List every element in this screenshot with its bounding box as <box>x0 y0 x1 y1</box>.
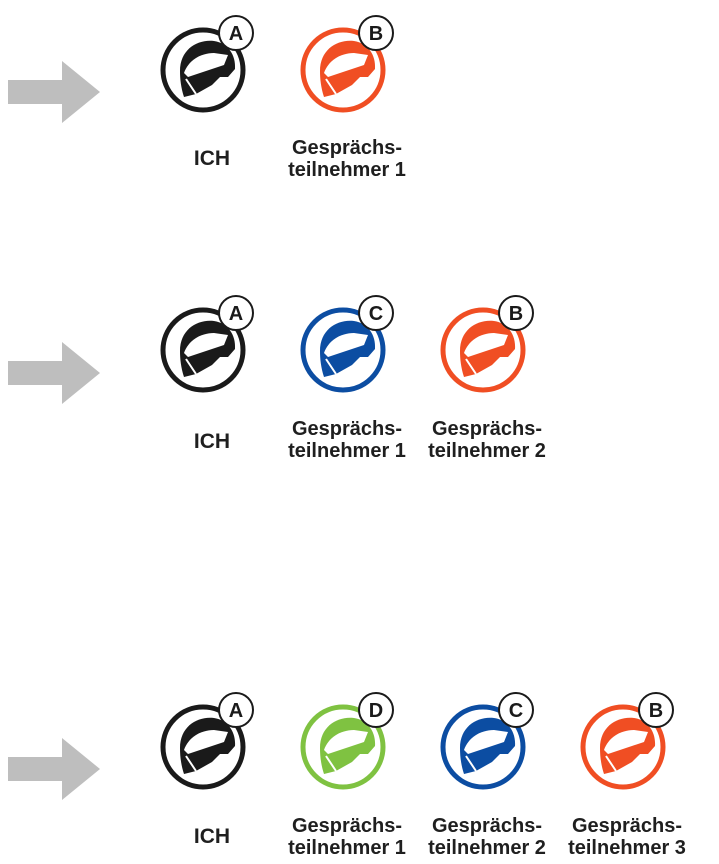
participant-label-line1: ICH <box>193 147 231 170</box>
helmet-letter-badge <box>638 692 674 728</box>
arrow-icon <box>8 342 100 404</box>
helmet-chin-line <box>325 358 337 375</box>
helmet-visor <box>324 730 368 754</box>
helmet-visor <box>464 333 508 357</box>
helmet-chin-line <box>185 358 197 375</box>
participant-label-line1: ICH <box>193 825 231 848</box>
participant-label-line1: Gesprächs- <box>291 137 403 159</box>
helmet-b-icon: B <box>298 15 398 115</box>
arrow-icon <box>8 738 100 800</box>
helmet-b-icon: B <box>578 692 678 792</box>
helmet-letter-badge <box>218 15 254 51</box>
participant-label-line2: teilnehmer 1 <box>288 159 406 181</box>
participant-label-line1: Gesprächs- <box>571 815 683 837</box>
participant-label: Gesprächs- teilnehmer 2 <box>412 815 562 859</box>
helmet-letter-badge <box>358 15 394 51</box>
participant-label-line2: teilnehmer 1 <box>288 440 406 462</box>
participant-label: Gesprächs- teilnehmer 2 <box>412 418 562 462</box>
helmet-visor <box>604 730 648 754</box>
helmet-letter-badge <box>498 295 534 331</box>
participant-label: Gesprächs- teilnehmer 1 <box>272 418 422 462</box>
helmet-visor <box>324 333 368 357</box>
participant-label-line1: Gesprächs- <box>291 418 403 440</box>
participant-label-line2: teilnehmer 1 <box>288 837 406 859</box>
helmet-chin-line <box>325 755 337 772</box>
helmet-visor <box>184 333 228 357</box>
participant-label: ICH <box>137 148 287 170</box>
helmet-letter-badge <box>358 692 394 728</box>
helmet-b-icon: B <box>438 295 538 395</box>
helmet-letter: A <box>229 303 243 325</box>
helmet-letter: A <box>229 700 243 722</box>
participant-label-line1: Gesprächs- <box>291 815 403 837</box>
helmet-a-icon: A <box>158 15 258 115</box>
helmet-chin-line <box>185 755 197 772</box>
helmet-visor <box>464 730 508 754</box>
helmet-letter: C <box>369 303 383 325</box>
helmet-letter: B <box>649 700 663 722</box>
helmet-a-icon: A <box>158 295 258 395</box>
helmet-chin-line <box>325 78 337 95</box>
participant-label: Gesprächs- teilnehmer 1 <box>272 137 422 181</box>
arrow-icon <box>8 61 100 123</box>
helmet-chin-line <box>465 755 477 772</box>
participant-label-line1: Gesprächs- <box>431 418 543 440</box>
helmet-visor <box>184 53 228 77</box>
helmet-letter-badge <box>218 295 254 331</box>
helmet-c-icon: C <box>298 295 398 395</box>
helmet-visor <box>184 730 228 754</box>
helmet-letter: C <box>509 700 523 722</box>
participant-label-line1: Gesprächs- <box>431 815 543 837</box>
helmet-letter-badge <box>218 692 254 728</box>
participant-label-line2: teilnehmer 3 <box>568 837 686 859</box>
participant-label: Gesprächs- teilnehmer 1 <box>272 815 422 859</box>
helmet-chin-line <box>185 78 197 95</box>
helmet-chin-line <box>605 755 617 772</box>
participant-label: ICH <box>137 431 287 453</box>
participant-label-line1: ICH <box>193 430 231 453</box>
helmet-letter: A <box>229 23 243 45</box>
helmet-letter: B <box>369 23 383 45</box>
helmet-chin-line <box>465 358 477 375</box>
participant-label-line2: teilnehmer 2 <box>428 837 546 859</box>
participant-label: ICH <box>137 826 287 848</box>
helmet-a-icon: A <box>158 692 258 792</box>
helmet-letter-badge <box>498 692 534 728</box>
helmet-letter-badge <box>358 295 394 331</box>
helmet-letter: D <box>369 700 383 722</box>
helmet-d-icon: D <box>298 692 398 792</box>
helmet-visor <box>324 53 368 77</box>
helmet-letter: B <box>509 303 523 325</box>
participant-label-line2: teilnehmer 2 <box>428 440 546 462</box>
participant-label: Gesprächs- teilnehmer 3 <box>552 815 702 859</box>
helmet-c-icon: C <box>438 692 538 792</box>
